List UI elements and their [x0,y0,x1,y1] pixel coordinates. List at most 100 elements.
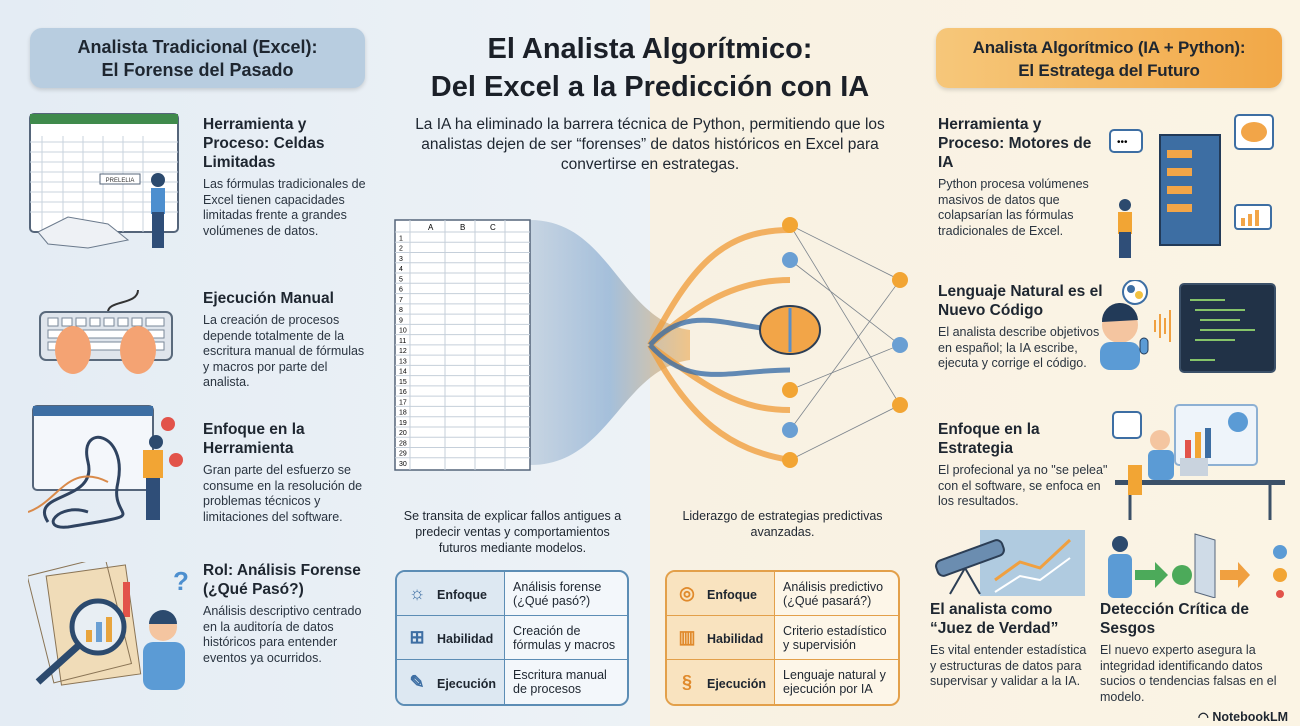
row-number: 13 [399,358,407,365]
row-number: 5 [399,276,403,283]
telescope-icon [935,530,1085,596]
server-brain-icon: ••• [1109,114,1274,258]
row-number: 1 [399,235,403,242]
row-number: 3 [399,256,403,263]
row-key: Habilidad [707,632,764,646]
spreadsheet-frustrated-icon: PRELELIA [29,113,179,249]
row-number: 4 [399,266,403,273]
target-icon: ◎ [679,583,695,603]
item-title: Herramienta y Proceso: Motores de IA [938,116,1092,171]
logo-text: NotebookLM [1212,710,1288,724]
right-item-4: El analista como “Juez de Verdad” Es vit… [930,600,1095,690]
table-row: ◎ Enfoque Análisis predictivo (¿Qué pasará… [667,572,898,616]
sun-icon: ☼ [408,583,426,603]
title-line2: Del Excel a la Predicción con IA [430,71,870,103]
item-text: Análisis descriptivo centrado en la audi… [203,604,362,665]
row-number: 14 [399,369,407,376]
item-title: Rol: Análisis Forense (¿Qué Pasó?) [203,562,361,598]
item-text: Python procesa volúmenes masivos de dato… [938,177,1089,238]
item-text: Las fórmulas tradicionales de Excel tien… [203,177,366,238]
row-key: Enfoque [707,588,757,602]
left-item-1: Herramienta y Proceso: Celdas Limitadas … [203,115,373,239]
right-item-1: Herramienta y Proceso: Motores de IA Pyt… [938,115,1108,239]
left-header: Analista Tradicional (Excel): El Forense… [30,28,365,88]
row-value: Análisis predictivo (¿Qué pasará?) [775,572,898,616]
row-number: 10 [399,328,407,335]
row-value: Criterio estadístico y supervisión [775,616,898,660]
left-item-4: Rol: Análisis Forense (¿Qué Pasó?) Análi… [203,561,378,666]
col-a: A [428,223,434,232]
left-caption: Se transita de explicar fallos antigues … [403,509,622,555]
item-text: Es vital entender estadística y estructu… [930,643,1087,688]
row-number: 15 [399,379,407,386]
row-value: Escritura manual de procesos [513,668,607,696]
item-text: El analista describe objetivos en españo… [938,325,1100,370]
row-number: 11 [399,338,406,345]
item-title: Lenguaje Natural es el Nuevo Código [938,283,1103,319]
title-line1: El Analista Algorítmico: [487,33,813,65]
item-title: Enfoque en la Estrategia [938,421,1040,457]
edit-document-icon: ✎ [409,671,425,692]
magnifier-report-icon: ? [28,562,189,690]
right-header-line1: Analista Algorítmico (IA + Python): [972,38,1246,57]
row-number: 8 [399,307,403,314]
desk-dashboard-icon [1112,404,1285,520]
item-title: Detección Crítica de Sesgos [1100,601,1250,637]
voice-code-icon [1100,280,1276,373]
excel-to-ai-diagram: A B C 1234567891011121314151617181920282… [394,217,908,471]
right-item-2: Lenguaje Natural es el Nuevo Código El a… [938,282,1108,372]
svg-text:•••: ••• [1117,137,1128,148]
row-number: 2 [399,246,403,253]
row-number: 20 [399,430,407,437]
item-title: El analista como “Juez de Verdad” [930,601,1059,637]
table-row: ⊞ Habilidad Creación de fórmulas y macros [397,616,627,660]
keyboard-hands-icon [39,289,173,374]
row-number: 28 [399,440,407,447]
bar-chart-icon: ▥ [678,627,696,647]
row-number: 29 [399,451,407,458]
row-number: 19 [399,420,407,427]
item-text: El nuevo experto asegura la integridad i… [1100,643,1277,704]
row-number: 16 [399,389,407,396]
svg-text:?: ? [173,566,189,596]
left-header-line2: El Forense del Pasado [101,60,294,80]
row-number: 17 [399,399,407,406]
item-title: Enfoque en la Herramienta [203,421,305,457]
notebooklm-logo: ◠ NotebookLM [1198,710,1288,725]
subtitle: La IA ha eliminado la barrera técnica de… [415,116,885,173]
item-text: El profecional ya no "se pelea" con el s… [938,463,1108,508]
item-text: La creación de procesos depende totalmen… [203,313,365,389]
row-key: Ejecución [437,676,497,691]
col-b: B [460,223,465,232]
row-number: 30 [399,461,407,468]
row-value: Análisis forense (¿Qué pasó?) [505,572,627,616]
item-text: Gran parte del esfuerzo se consume en la… [203,463,363,524]
row-key: Habilidad [437,632,494,646]
item-title: Ejecución Manual [203,290,334,307]
network-nodes [782,217,908,468]
nodes-icon: ⊞ [409,627,425,647]
logo-icon: ◠ [1197,710,1213,724]
item-title: Herramienta y Proceso: Celdas Limitadas [203,116,325,171]
python-icon: § [681,671,692,692]
table-row: ✎ Ejecución Escritura manual de procesos [397,660,627,704]
row-number: 9 [399,317,403,324]
cell-label: PRELELIA [106,178,135,184]
table-row: ▥ Habilidad Criterio estadístico y supervi… [667,616,898,660]
right-header: Analista Algorítmico (IA + Python): El E… [936,28,1282,88]
left-header-line1: Analista Tradicional (Excel): [77,37,318,57]
right-comparison-table: ◎ Enfoque Análisis predictivo (¿Qué pasará… [665,570,900,706]
row-number: 7 [399,297,403,304]
tangled-cables-icon [28,405,183,529]
left-item-3: Enfoque en la Herramienta Gran parte del… [203,420,373,525]
filter-bias-icon [1108,533,1287,598]
row-value: Creación de fórmulas y macros [505,616,627,660]
col-c: C [490,223,496,232]
page-title: El Analista Algorítmico: Del Excel a la … [370,30,930,106]
right-item-5: Detección Crítica de Sesgos El nuevo exp… [1100,600,1295,705]
right-header-line2: El Estratega del Futuro [1018,61,1200,80]
row-number: 12 [399,348,407,355]
row-key: Ejecución [707,676,767,691]
